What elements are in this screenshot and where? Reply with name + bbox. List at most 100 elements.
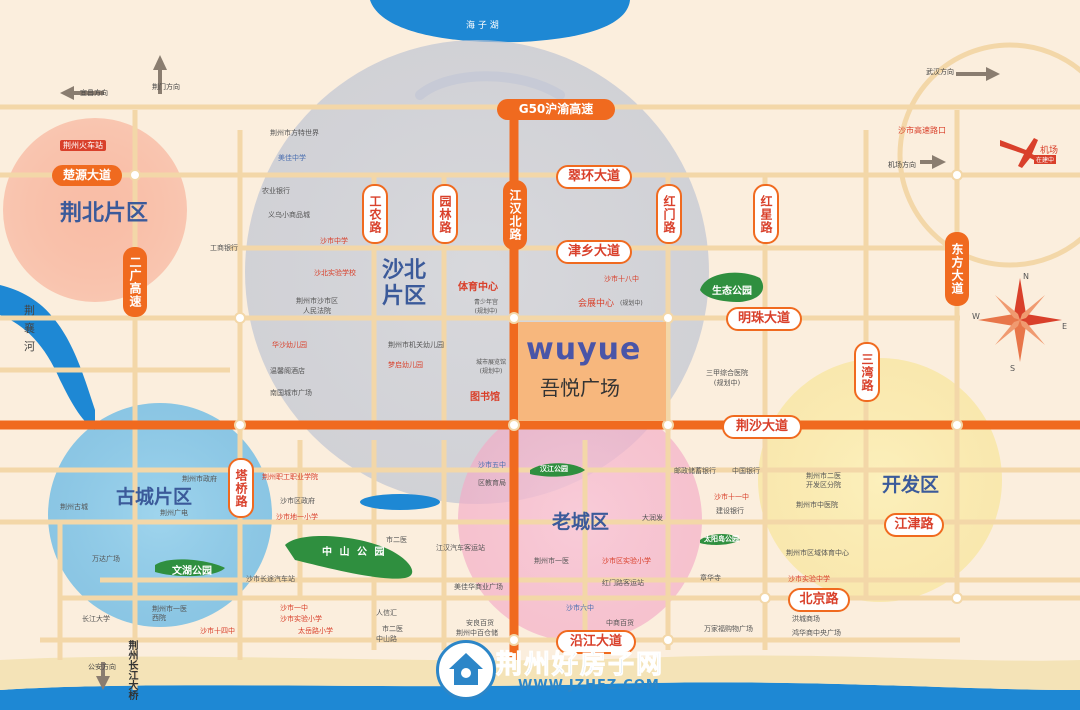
shashi-middle-label: 沙市中学 — [320, 237, 348, 245]
yichang-direction-label: 宜昌方向 — [80, 89, 108, 97]
watermark-url: WWW.JZHFZ.COM — [518, 678, 660, 693]
mingzhu-avenue-label: 明珠大道 — [726, 307, 802, 331]
train-station-label: 荆州火车站 — [60, 140, 106, 151]
wenhua-school-label: 沙市区实验小学 — [602, 557, 651, 565]
hospital-2c-label: 荆州市二医 开发区分院 — [806, 472, 841, 489]
vocational-college-label: 荆州职工职业学院 — [262, 473, 318, 481]
shashi-gov-label: 沙市区政府 — [280, 497, 315, 505]
wuyue-logo: wuyue — [526, 332, 642, 367]
kaifa-district-label: 开发区 — [882, 474, 940, 496]
compass-e: E — [1062, 322, 1068, 331]
zhongshan-park-shape — [285, 535, 413, 579]
youzheng-bank-label: 邮政储蓄银行 — [674, 467, 716, 475]
compass-s: S — [1010, 364, 1016, 373]
watermark-house-icon — [436, 640, 496, 700]
shashi-6-label: 沙市六中 — [566, 604, 594, 612]
jinxiang-avenue-label: 津乡大道 — [556, 240, 632, 264]
airport-sub-label: 在建中 — [1034, 155, 1057, 164]
airport-direction-label: 机场方向 — [888, 161, 916, 169]
yuanlin-road-label: 园林路 — [432, 184, 458, 244]
sanjia-hospital-label: 三甲综合医院 (规划中) — [706, 369, 748, 387]
education-bureau-label: 区教育局 — [478, 479, 506, 487]
compass-n: N — [1023, 272, 1029, 281]
renxin-label: 人信汇 — [376, 609, 397, 617]
airport-ring — [897, 42, 1080, 268]
watermark-title: 荆州好房子网 — [495, 650, 665, 681]
ancient-city-label: 荆州古城 — [60, 503, 88, 511]
shabei-school-label: 沙北实验学校 — [314, 269, 356, 277]
wuyue-plaza-name: 吾悦广场 — [540, 376, 620, 400]
yangtze-bridge-label: 荆州长江大桥 — [126, 640, 137, 700]
hospital-2b-label: 市二医 — [382, 625, 403, 633]
qiaoshang-label: 荆州中百仓储 — [456, 629, 498, 637]
hall-park-shape — [530, 463, 585, 477]
nongye-bank-label: 农业银行 — [262, 187, 290, 195]
city-hospital-1-label: 荆州市一医 西院 — [152, 605, 187, 622]
zhongshang-label: 中商百货 — [606, 619, 634, 627]
airport-label: 机场 — [1040, 146, 1059, 156]
shabei-arc — [415, 71, 565, 100]
wenhu-park-label: 文湖公园 — [172, 566, 212, 577]
wanjia-label: 万家福购物广场 — [704, 625, 753, 633]
sports-center-label: 体育中心 — [458, 282, 498, 293]
hospital-2-label: 市二医 — [386, 536, 407, 544]
jiangjin-road-label: 江津路 — [884, 513, 944, 537]
taiyue-road-school-label: 太岳路小学 — [298, 627, 333, 635]
hospital-1-label: 荆州市一医 — [534, 557, 569, 565]
chuyuan-avenue-label: 楚源大道 — [52, 165, 122, 186]
wenhu-park-shape — [155, 559, 225, 577]
jingbei-district-label: 荆北片区 — [60, 201, 149, 226]
shashi-experiment-label: 沙市实验中学 — [788, 575, 830, 583]
wuyue-project-box — [518, 322, 666, 421]
jingzhou-gov-label: 荆州市政府 — [182, 475, 217, 483]
beijing-road-label: 北京路 — [788, 588, 850, 612]
kaifa-circle — [758, 358, 1002, 602]
jianghanbei-road-label: 江汉北路 — [503, 180, 527, 250]
cuihuan-avenue-label: 翠环大道 — [556, 165, 632, 189]
jingzhou-kindergarten-label: 荆州市机关幼儿园 — [388, 341, 444, 349]
jianshe-bank-label: 建设银行 — [716, 507, 744, 515]
youth-hall-label: 青少年宫 (规划中) — [474, 299, 499, 315]
hongmen-road-label: 红门路 — [656, 184, 682, 244]
wanda-plaza-label: 万达广场 — [92, 555, 120, 563]
china-bank-label: 中国银行 — [732, 467, 760, 475]
yiwu-mall-label: 义乌小商品城 — [268, 211, 310, 219]
shiyan-school-label: 沙市实验小学 — [280, 615, 322, 623]
house-icon — [449, 653, 483, 685]
direction-arrows — [60, 55, 1000, 690]
meijia-mall-label: 美佳华商业广场 — [454, 583, 503, 591]
taqiao-road-label: 塔桥路 — [228, 458, 254, 518]
zhongshan-park-label: 中 山 公 园 — [322, 547, 387, 558]
ecological-park-label: 生态公园 — [712, 286, 752, 297]
compass-rose-icon — [978, 278, 1062, 362]
sanwan-road-label: 三湾路 — [854, 342, 880, 402]
compass-w: W — [972, 312, 980, 321]
shashi-18-label: 沙市十八中 — [604, 275, 639, 283]
hongxing-road-label: 红星路 — [753, 184, 779, 244]
yangtze-river — [0, 682, 1080, 710]
yanjiang-avenue-label: 沿江大道 — [556, 630, 636, 654]
honglu-bus-label: 红门路客运站 — [602, 579, 644, 587]
central-lake — [360, 494, 440, 510]
lake-label: 海 子 湖 — [466, 21, 499, 31]
shashi-11-label: 沙市十一中 — [714, 493, 749, 501]
gongshang-bank-label: 工商银行 — [210, 244, 238, 252]
yangtze-univ-label: 长江大学 — [82, 615, 110, 623]
convention-sub-label: (规划中) — [620, 300, 643, 307]
gucheng-district-label: 古城片区 — [116, 486, 193, 508]
fantasy-world-label: 荆州市方特世界 — [270, 129, 319, 137]
gongnong-road-label: 工农路 — [362, 184, 388, 244]
river-left — [0, 285, 95, 430]
gongan-direction-label: 公安方向 — [88, 663, 116, 671]
jingmen-direction-label: 荆门方向 — [152, 83, 180, 91]
intersections — [129, 169, 963, 646]
dongfang-avenue-label: 东方大道 — [945, 232, 969, 306]
zhongshan-road-label: 中山路 — [376, 635, 397, 643]
anliang-label: 安良百货 — [466, 619, 494, 627]
taiyang-park-label: 太阳岛公园 — [704, 535, 739, 543]
meijia-school-label: 美佳中学 — [278, 154, 306, 162]
shashi-exit-label: 沙市高速路口 — [898, 126, 946, 135]
shashi-5-label: 沙市五中 — [478, 461, 506, 469]
taiyang-park-shape — [700, 534, 740, 545]
